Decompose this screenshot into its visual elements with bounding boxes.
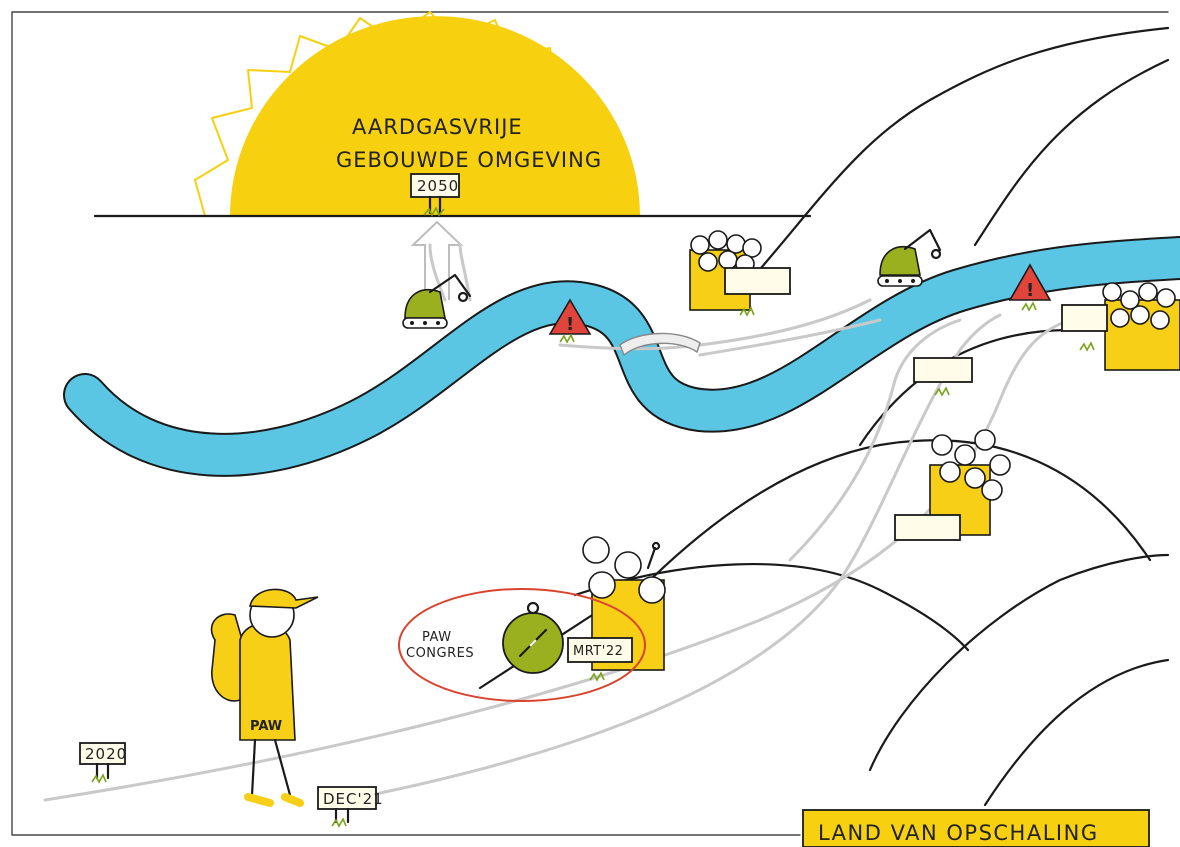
bridge-icon <box>619 332 701 357</box>
excavator-icon <box>402 273 472 329</box>
up-arrow <box>410 220 464 300</box>
crowd-group <box>689 230 791 317</box>
sun-title-line1: AARDGASVRIJE <box>352 115 523 139</box>
hill-front-1 <box>638 439 1152 592</box>
road-upper <box>558 298 872 351</box>
hill-back-top <box>753 26 1170 277</box>
hill-front-3 <box>868 553 1170 772</box>
traveler-label: PAW <box>250 719 282 734</box>
land-van-opschaling-banner: LAND VAN OPSCHALING <box>802 809 1150 847</box>
warning-sign-icon: ! <box>1008 263 1052 312</box>
sun-title-line2: GEBOUWDE OMGEVING <box>336 148 602 172</box>
milestone-2020-label: 2020 <box>85 745 127 763</box>
warning-sign-icon: ! <box>548 298 592 344</box>
svg-text:!: ! <box>1026 280 1034 301</box>
frame-border <box>11 11 1169 836</box>
milestone-sign-mrt22: MRT'22 <box>567 637 633 663</box>
highlight-circle <box>398 588 646 702</box>
banner-text: LAND VAN OPSCHALING <box>818 821 1099 845</box>
congres-line2: CONGRES <box>406 646 474 661</box>
excavator-icon <box>877 228 942 287</box>
hill-back-2 <box>973 58 1170 247</box>
road-main <box>43 318 1072 802</box>
road-branch-1 <box>788 318 962 562</box>
milestone-dec21-label: DEC'21 <box>323 790 384 808</box>
crowd-group <box>582 536 666 682</box>
milestone-sign-2050: 2050 <box>410 173 460 217</box>
sun-icon <box>194 11 640 217</box>
milestone-sign-dec21: DEC'21 <box>317 786 384 828</box>
crowd-group <box>1061 282 1180 371</box>
milestone-mrt22-label: MRT'22 <box>573 644 623 659</box>
svg-text:!: ! <box>566 314 574 335</box>
congres-line1: PAW <box>422 630 452 645</box>
milestone-2050-label: 2050 <box>417 177 459 195</box>
traveler-person: PAW <box>210 588 319 807</box>
hill-front-4 <box>983 658 1170 807</box>
road-lower <box>318 313 1002 807</box>
crowd-group <box>894 357 1011 541</box>
compass-icon <box>502 601 564 674</box>
milestone-sign-2020: 2020 <box>79 742 127 784</box>
